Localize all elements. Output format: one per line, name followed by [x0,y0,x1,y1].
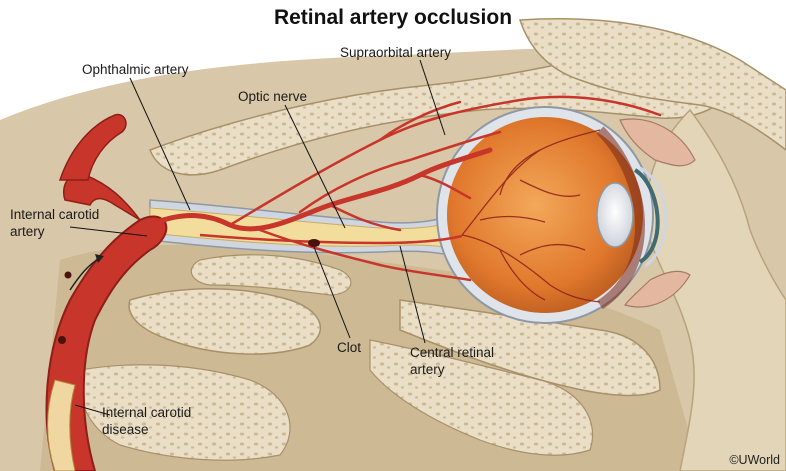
central-retinal-artery [199,233,463,245]
upper-eyelid [619,118,696,167]
copyright-credit: ©UWorld [729,453,780,467]
maxilla-bone [369,339,594,456]
lower-bone-left [78,364,291,461]
carotid-plaque [47,379,76,471]
leader-lines [69,59,446,416]
label-internal-carotid-disease-line2: disease [102,422,149,437]
lower-eyelid [624,270,691,308]
label-central-retinal-artery-line2: artery [410,362,445,377]
label-clot: Clot [337,340,362,355]
figure-title: Retinal artery occlusion [273,6,513,29]
clot-icon [308,239,320,247]
embolus-dot [58,336,66,344]
label-supraorbital-artery: Supraorbital artery [340,45,452,60]
frontal-bone [518,18,786,151]
label-internal-carotid-artery-line1: Internal carotid [10,207,100,222]
skull-base-bone [190,254,352,296]
label-central-retinal-artery-line1: Central retinal [410,345,495,360]
label-ophthalmic-artery: Ophthalmic artery [82,62,189,77]
embolus-dot [64,271,72,279]
label-optic-nerve: Optic nerve [238,89,308,104]
label-internal-carotid-artery-line2: artery [10,224,45,239]
carotid-upper-loop [58,113,127,181]
carotid-siphon [63,173,141,221]
sphenoid-bone [128,288,322,355]
eyeball [436,106,668,324]
label-internal-carotid-disease-line1: Internal carotid [102,405,192,420]
